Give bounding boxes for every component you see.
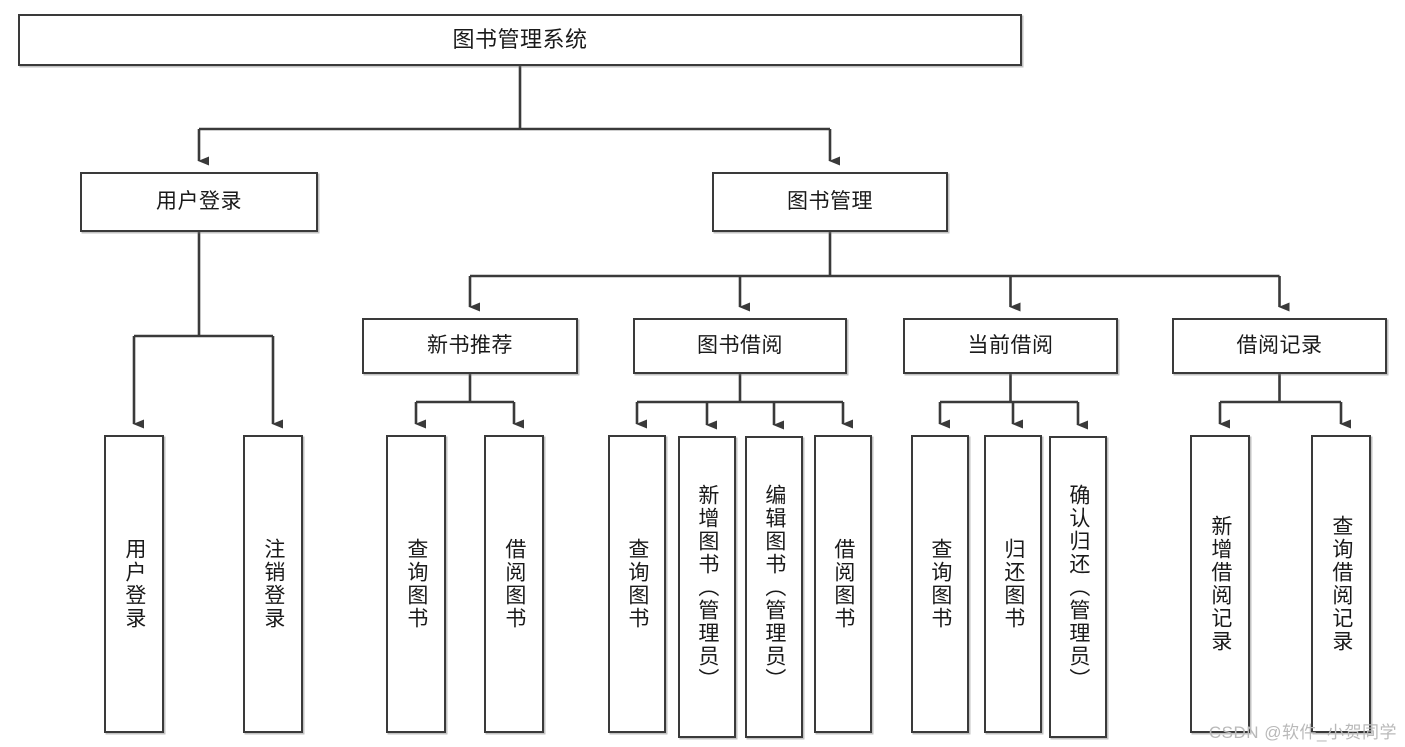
- node-leaf_logout[interactable]: 注销登录: [243, 435, 303, 733]
- node-root[interactable]: 图书管理系统: [18, 14, 1022, 66]
- node-label: 借阅图书: [831, 538, 855, 630]
- node-label: 编辑图书（管理员）: [762, 483, 786, 691]
- node-label: 查询图书: [928, 538, 952, 630]
- node-book_borrow[interactable]: 图书借阅: [633, 318, 847, 374]
- node-label: 查询图书: [625, 538, 649, 630]
- node-leaf_q_book_3[interactable]: 查询图书: [911, 435, 969, 733]
- watermark: CSDN @软件_小贺同学: [1208, 723, 1397, 742]
- node-label: 新书推荐: [427, 333, 513, 357]
- node-label: 新增图书（管理员）: [695, 483, 719, 691]
- node-leaf_b_book_1[interactable]: 借阅图书: [484, 435, 544, 733]
- node-label: 确认归还（管理员）: [1066, 483, 1090, 691]
- node-label: 借阅图书: [502, 538, 526, 630]
- node-leaf_edit_book[interactable]: 编辑图书（管理员）: [745, 436, 803, 738]
- node-leaf_q_rec[interactable]: 查询借阅记录: [1311, 435, 1371, 733]
- node-label: 查询图书: [404, 538, 428, 630]
- node-label: 图书管理系统: [452, 27, 588, 53]
- node-label: 新增借阅记录: [1208, 515, 1232, 653]
- node-leaf_user_login[interactable]: 用户登录: [104, 435, 164, 733]
- node-label: 用户登录: [156, 189, 242, 213]
- node-book_manage[interactable]: 图书管理: [712, 172, 948, 232]
- node-label: 借阅记录: [1236, 333, 1323, 357]
- node-leaf_confirm[interactable]: 确认归还（管理员）: [1049, 436, 1107, 738]
- node-leaf_b_book_2[interactable]: 借阅图书: [814, 435, 872, 733]
- node-leaf_add_rec[interactable]: 新增借阅记录: [1190, 435, 1250, 733]
- node-leaf_return[interactable]: 归还图书: [984, 435, 1042, 733]
- node-label: 当前借阅: [967, 333, 1054, 357]
- node-label: 查询借阅记录: [1329, 515, 1353, 653]
- node-leaf_q_book_2[interactable]: 查询图书: [608, 435, 666, 733]
- node-user_login[interactable]: 用户登录: [80, 172, 318, 232]
- node-current_borrow[interactable]: 当前借阅: [903, 318, 1118, 374]
- node-label: 归还图书: [1001, 538, 1025, 630]
- node-label: 图书借阅: [697, 333, 783, 357]
- node-label: 用户登录: [122, 538, 146, 630]
- node-new_book_rec[interactable]: 新书推荐: [362, 318, 578, 374]
- node-label: 注销登录: [261, 538, 285, 630]
- node-borrow_record[interactable]: 借阅记录: [1172, 318, 1387, 374]
- node-leaf_q_book_1[interactable]: 查询图书: [386, 435, 446, 733]
- node-label: 图书管理: [787, 189, 873, 213]
- node-leaf_add_book[interactable]: 新增图书（管理员）: [678, 436, 736, 738]
